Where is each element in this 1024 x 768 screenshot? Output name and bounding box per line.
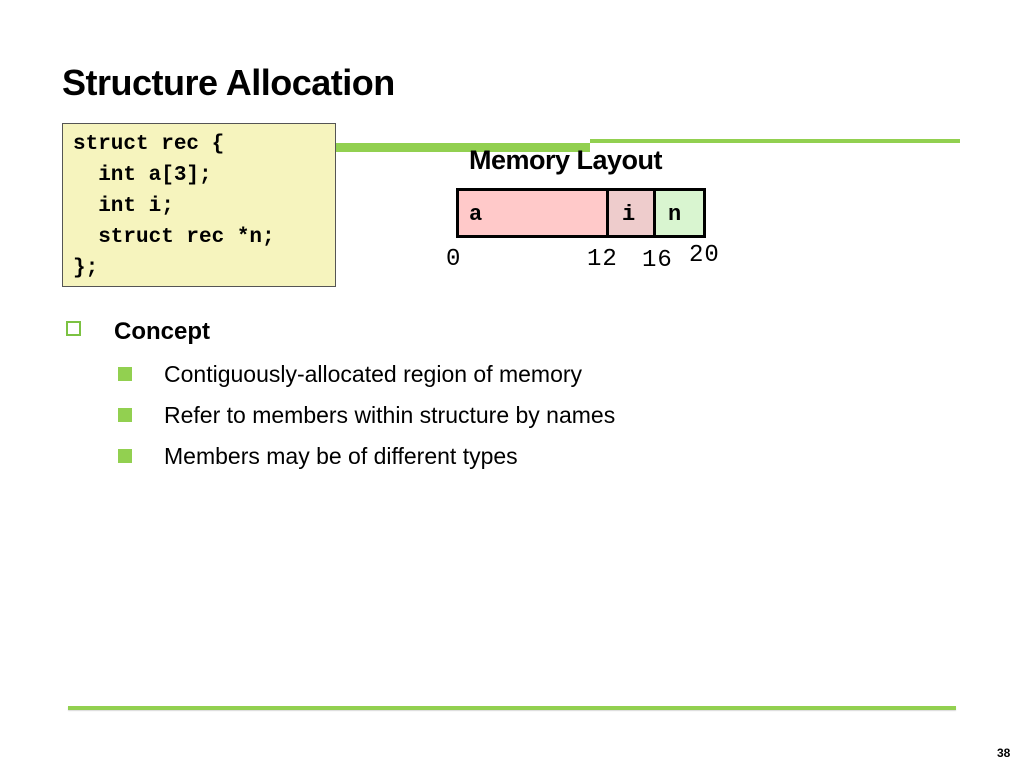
offset-label: 20 xyxy=(689,242,720,269)
memory-cell-i: i xyxy=(609,188,656,238)
hollow-square-bullet-icon xyxy=(66,321,81,336)
code-line: struct rec *n; xyxy=(73,226,275,249)
offset-label: 16 xyxy=(642,247,673,274)
memory-cell-label: i xyxy=(622,202,636,227)
code-line: int i; xyxy=(73,195,174,218)
bullet-heading: Concept xyxy=(114,318,210,345)
code-line: }; xyxy=(73,257,99,280)
memory-cell-a: a xyxy=(456,188,609,238)
memory-cell-n: n xyxy=(656,188,706,238)
bullet-item: Contiguously-allocated region of memory xyxy=(164,361,583,387)
green-square-bullet-icon xyxy=(118,367,132,381)
code-box: struct rec { int a[3]; int i; struct rec… xyxy=(62,123,336,287)
footer-rule xyxy=(68,706,956,710)
title-rule-thin xyxy=(590,139,960,143)
code-line: int a[3]; xyxy=(73,164,212,187)
green-square-bullet-icon xyxy=(118,408,132,422)
bullet-item: Refer to members within structure by nam… xyxy=(164,402,616,428)
green-square-bullet-icon xyxy=(118,449,132,463)
offset-label: 0 xyxy=(446,246,462,273)
memory-layout-title: Memory Layout xyxy=(469,145,663,175)
memory-cell-label: a xyxy=(469,202,483,227)
title-rule-thick xyxy=(336,143,590,152)
slide-title: Structure Allocation xyxy=(62,62,395,103)
memory-cell-label: n xyxy=(668,202,682,227)
code-line: struct rec { xyxy=(73,133,225,156)
bullet-item: Members may be of different types xyxy=(164,443,518,469)
offset-label: 12 xyxy=(587,246,618,273)
page-number: 38 xyxy=(997,746,1011,760)
